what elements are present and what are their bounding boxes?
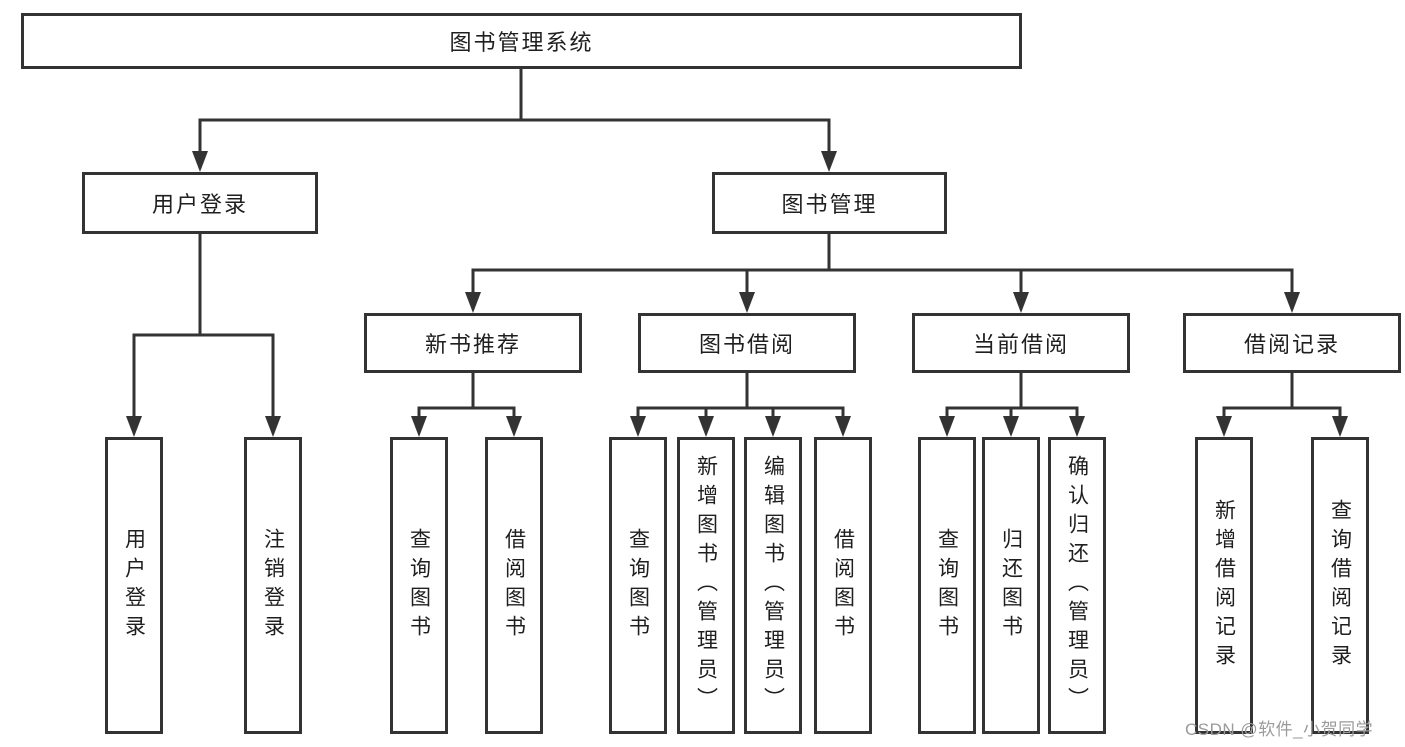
leaf-add-books-admin: 新增图书（管理员） bbox=[677, 437, 735, 734]
node-label: 当前借阅 bbox=[972, 332, 1069, 357]
node-label: 查询图书 bbox=[626, 527, 650, 644]
leaf-query-books-recommend: 查询图书 bbox=[390, 437, 448, 734]
node-new-book-recommendation: 新书推荐 bbox=[364, 313, 582, 373]
node-label: 新增图书（管理员） bbox=[694, 455, 718, 716]
node-label: 归还图书 bbox=[999, 527, 1023, 644]
leaf-add-borrow-record: 新增借阅记录 bbox=[1195, 437, 1253, 734]
node-label: 查询图书 bbox=[935, 527, 959, 644]
node-label: 新增借阅记录 bbox=[1212, 498, 1236, 673]
node-label: 注销登录 bbox=[261, 527, 285, 644]
leaf-query-books-borrow: 查询图书 bbox=[609, 437, 667, 734]
node-user-login: 用户登录 bbox=[82, 172, 318, 234]
leaf-user-login: 用户登录 bbox=[105, 437, 163, 734]
node-label: 图书管理 bbox=[781, 192, 878, 217]
leaf-logout: 注销登录 bbox=[244, 437, 302, 734]
node-label: 查询图书 bbox=[407, 527, 431, 644]
node-book-borrowing: 图书借阅 bbox=[638, 313, 856, 373]
node-library-management-system: 图书管理系统 bbox=[21, 13, 1022, 69]
arrowheads bbox=[126, 151, 1348, 437]
node-current-borrowing: 当前借阅 bbox=[912, 313, 1130, 373]
node-borrowing-records: 借阅记录 bbox=[1183, 313, 1401, 373]
leaf-edit-books-admin: 编辑图书（管理员） bbox=[744, 437, 802, 734]
node-label: 借阅记录 bbox=[1243, 332, 1340, 357]
leaf-query-borrow-record: 查询借阅记录 bbox=[1311, 437, 1369, 734]
leaf-query-books-current: 查询图书 bbox=[918, 437, 976, 734]
leaf-borrow-books: 借阅图书 bbox=[814, 437, 872, 734]
node-label: 新书推荐 bbox=[424, 332, 521, 357]
node-label: 图书借阅 bbox=[698, 332, 795, 357]
node-label: 用户登录 bbox=[151, 192, 248, 217]
node-label: 借阅图书 bbox=[502, 527, 526, 644]
connector-paths bbox=[132, 67, 1342, 420]
leaf-return-books: 归还图书 bbox=[982, 437, 1040, 734]
watermark: CSDN @软件_小贺同学 bbox=[1185, 720, 1374, 739]
node-label: 编辑图书（管理员） bbox=[761, 455, 785, 716]
node-label: 图书管理系统 bbox=[449, 30, 594, 55]
node-label: 确认归还（管理员） bbox=[1065, 455, 1089, 716]
leaf-borrow-books-recommend: 借阅图书 bbox=[485, 437, 543, 734]
node-label: 借阅图书 bbox=[831, 527, 855, 644]
leaf-confirm-return-admin: 确认归还（管理员） bbox=[1048, 437, 1106, 734]
node-label: 用户登录 bbox=[122, 527, 146, 644]
node-book-management: 图书管理 bbox=[712, 172, 947, 234]
node-label: 查询借阅记录 bbox=[1328, 498, 1352, 673]
